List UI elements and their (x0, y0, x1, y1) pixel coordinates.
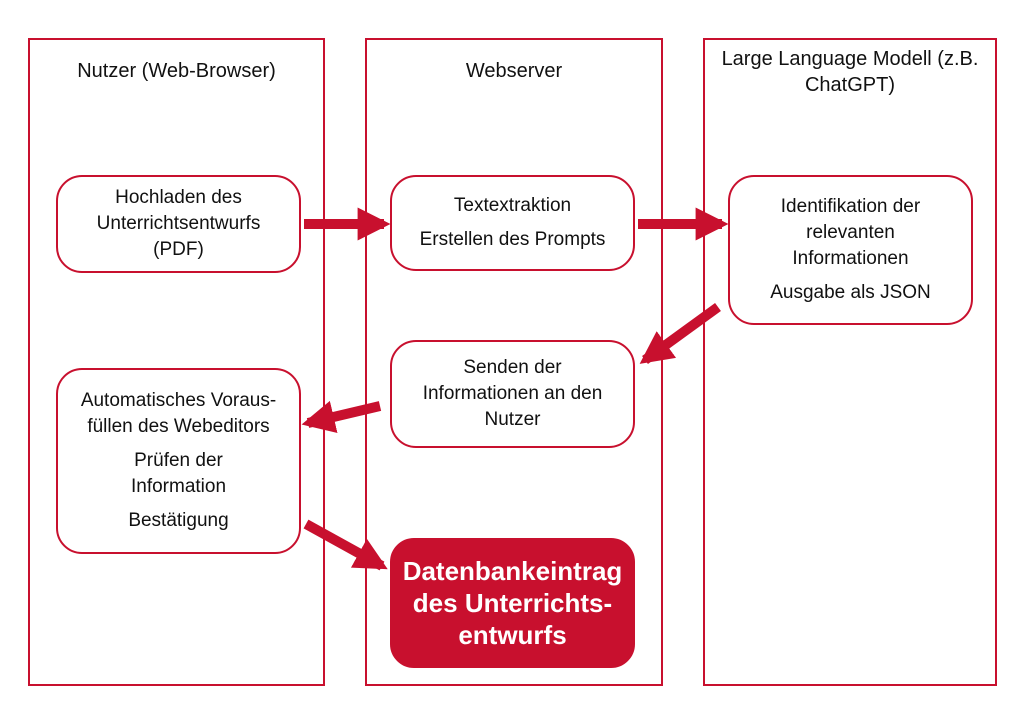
lane-title-line: Nutzer (Web-Browser) (77, 60, 276, 82)
box-line: Identifikation der (780, 196, 921, 217)
box-identification: Identifikation der relevanten Informatio… (728, 175, 973, 325)
box-paragraph: Identifikation der relevanten Informatio… (781, 194, 920, 272)
box-line: Textextraktion (453, 195, 572, 216)
box-paragraph: Textextraktion (454, 193, 571, 219)
lane-title-line: Large Language Modell (721, 48, 932, 70)
box-paragraph: Bestätigung (128, 508, 228, 534)
lane-large-language-model: Large Language Modell (z.B. ChatGPT) (703, 38, 997, 686)
box-paragraph: Senden der Informationen an den Nutzer (423, 355, 603, 433)
box-line: Information (130, 476, 227, 497)
box-autofill-webeditor: Automatisches Voraus- füllen des Webedit… (56, 368, 301, 554)
box-line: Hochladen des (115, 187, 242, 208)
lane-title-server: Webserver (367, 58, 661, 84)
box-line: Ausgabe als JSON (770, 282, 931, 303)
box-line: des Unterrichts- (412, 588, 613, 618)
box-paragraph: Automatisches Voraus- füllen des Webedit… (81, 388, 276, 440)
box-paragraph: Ausgabe als JSON (770, 280, 931, 306)
box-line: relevanten (806, 222, 895, 243)
box-upload-pdf: Hochladen des Unterrichtsentwurfs (PDF) (56, 175, 301, 273)
box-line: entwurfs (458, 620, 567, 650)
box-line: (PDF) (153, 239, 204, 260)
box-text-extraction: Textextraktion Erstellen des Prompts (390, 175, 635, 271)
lane-user-web-browser: Nutzer (Web-Browser) (28, 38, 325, 686)
box-line: Informationen an den (422, 383, 603, 404)
box-paragraph: Datenbankeintrag des Unterrichts- entwur… (403, 555, 623, 651)
box-line: Informationen (792, 248, 909, 269)
box-database-entry: Datenbankeintrag des Unterrichts- entwur… (390, 538, 635, 668)
lane-title-line: Webserver (465, 60, 563, 82)
box-line: Unterrichtsentwurfs (96, 213, 261, 234)
box-send-information: Senden der Informationen an den Nutzer (390, 340, 635, 448)
box-line: Nutzer (484, 409, 541, 430)
box-line: füllen des Webeditors (87, 416, 270, 437)
box-line: Automatisches Voraus- (80, 390, 277, 411)
box-line: Prüfen der (134, 450, 223, 471)
lane-title-line: (z.B. ChatGPT) (804, 48, 979, 96)
box-paragraph: Hochladen des Unterrichtsentwurfs (PDF) (97, 185, 261, 263)
box-line: Datenbankeintrag (402, 556, 623, 586)
lane-title-llm: Large Language Modell (z.B. ChatGPT) (705, 46, 995, 98)
box-line: Bestätigung (128, 510, 229, 531)
box-line: Erstellen des Prompts (419, 229, 606, 250)
box-line: Senden der (463, 357, 562, 378)
box-paragraph: Prüfen der Information (131, 448, 226, 500)
lane-title-user: Nutzer (Web-Browser) (30, 58, 323, 84)
box-paragraph: Erstellen des Prompts (420, 227, 606, 253)
